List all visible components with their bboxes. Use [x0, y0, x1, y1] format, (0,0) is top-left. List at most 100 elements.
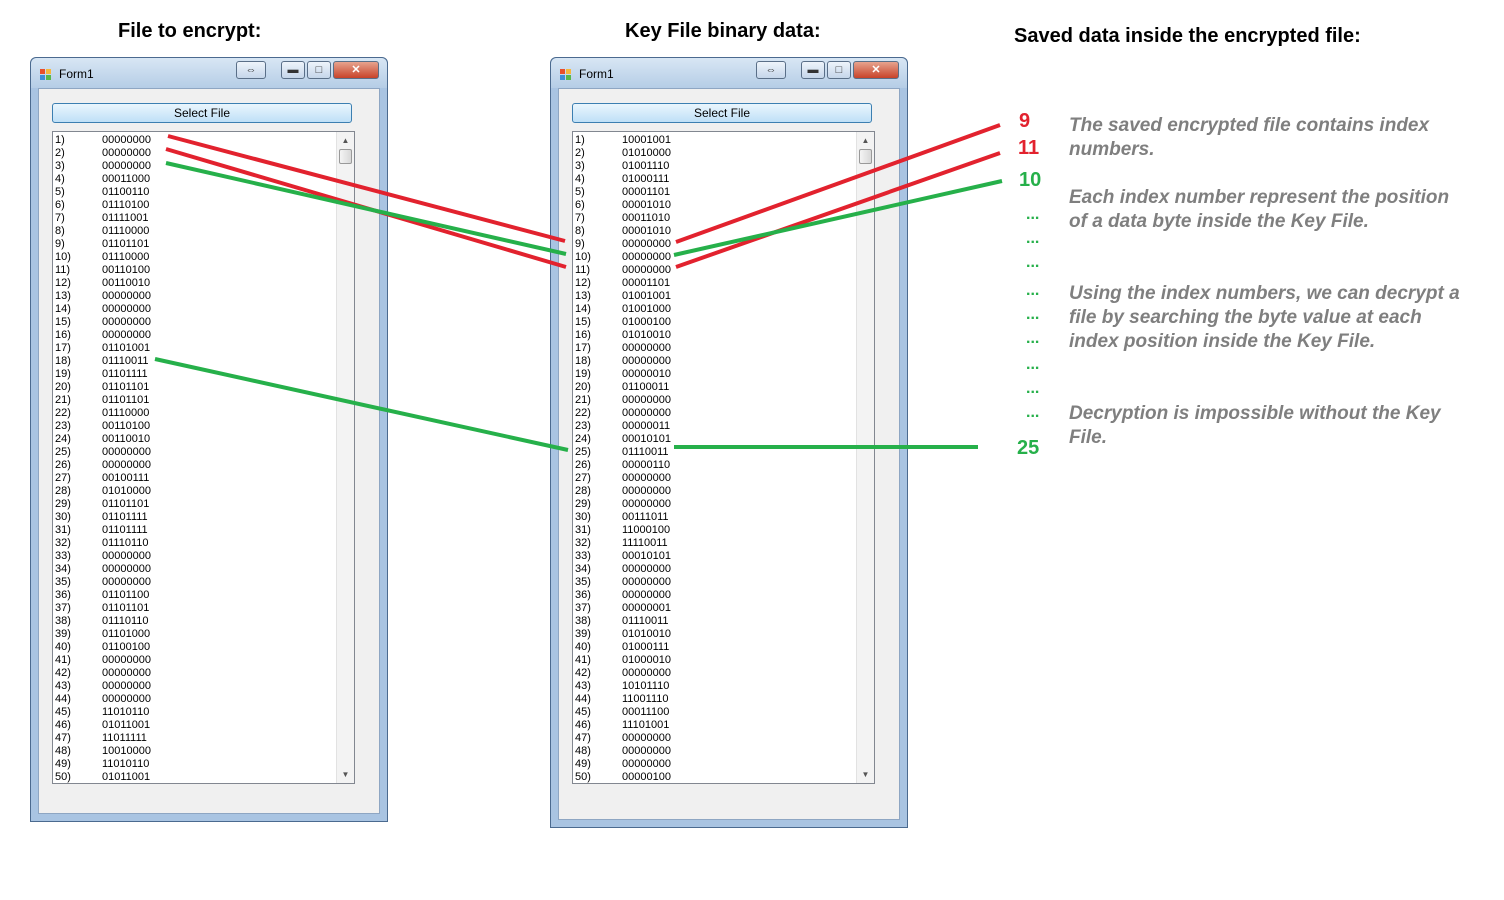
scroll-thumb[interactable]: [859, 149, 872, 164]
list-item[interactable]: 25)00000000: [53, 446, 338, 459]
list-item[interactable]: 50)00000100: [573, 771, 858, 783]
list-item[interactable]: 40)01000111: [573, 641, 858, 654]
close-button[interactable]: ✕: [333, 61, 379, 79]
list-item[interactable]: 5)01100110: [53, 186, 338, 199]
list-item[interactable]: 12)00110010: [53, 277, 338, 290]
close-button[interactable]: ✕: [853, 61, 899, 79]
list-item[interactable]: 22)00000000: [573, 407, 858, 420]
list-item[interactable]: 19)01101111: [53, 368, 338, 381]
list-item[interactable]: 50)01011001: [53, 771, 338, 783]
list-item[interactable]: 16)00000000: [53, 329, 338, 342]
list-item[interactable]: 41)00000000: [53, 654, 338, 667]
list-item[interactable]: 27)00100111: [53, 472, 338, 485]
list-item[interactable]: 14)01001000: [573, 303, 858, 316]
list-item[interactable]: 11)00000000: [573, 264, 858, 277]
list-item[interactable]: 37)00000001: [573, 602, 858, 615]
list-item[interactable]: 4)00011000: [53, 173, 338, 186]
list-item[interactable]: 46)01011001: [53, 719, 338, 732]
scroll-up-icon[interactable]: ▲: [341, 136, 350, 145]
select-file-button[interactable]: Select File: [52, 103, 352, 123]
list-item[interactable]: 9)01101101: [53, 238, 338, 251]
list-item[interactable]: 47)11011111: [53, 732, 338, 745]
list-item[interactable]: 28)01010000: [53, 485, 338, 498]
list-item[interactable]: 19)00000010: [573, 368, 858, 381]
list-item[interactable]: 17)00000000: [573, 342, 858, 355]
list-item[interactable]: 21)00000000: [573, 394, 858, 407]
list-item[interactable]: 39)01101000: [53, 628, 338, 641]
list-item[interactable]: 48)10010000: [53, 745, 338, 758]
list-item[interactable]: 47)00000000: [573, 732, 858, 745]
select-file-button[interactable]: Select File: [572, 103, 872, 123]
scroll-up-icon[interactable]: ▲: [861, 136, 870, 145]
minimize-button[interactable]: ▬: [281, 61, 305, 79]
maximize-button[interactable]: □: [307, 61, 331, 79]
list-item[interactable]: 2)01010000: [573, 147, 858, 160]
list-item[interactable]: 36)01101100: [53, 589, 338, 602]
list-item[interactable]: 44)00000000: [53, 693, 338, 706]
list-item[interactable]: 8)01110000: [53, 225, 338, 238]
list-item[interactable]: 8)00001010: [573, 225, 858, 238]
list-item[interactable]: 30)01101111: [53, 511, 338, 524]
list-item[interactable]: 22)01110000: [53, 407, 338, 420]
list-item[interactable]: 9)00000000: [573, 238, 858, 251]
list-item[interactable]: 29)01101101: [53, 498, 338, 511]
list-item[interactable]: 43)00000000: [53, 680, 338, 693]
list-item[interactable]: 10)00000000: [573, 251, 858, 264]
scroll-down-icon[interactable]: ▼: [861, 770, 870, 779]
list-item[interactable]: 28)00000000: [573, 485, 858, 498]
list-item[interactable]: 27)00000000: [573, 472, 858, 485]
list-item[interactable]: 36)00000000: [573, 589, 858, 602]
scroll-down-icon[interactable]: ▼: [341, 770, 350, 779]
list-item[interactable]: 33)00000000: [53, 550, 338, 563]
list-item[interactable]: 21)01101101: [53, 394, 338, 407]
list-item[interactable]: 42)00000000: [573, 667, 858, 680]
list-item[interactable]: 24)00010101: [573, 433, 858, 446]
list-item[interactable]: 17)01101001: [53, 342, 338, 355]
list-item[interactable]: 20)01100011: [573, 381, 858, 394]
list-item[interactable]: 45)00011100: [573, 706, 858, 719]
list-item[interactable]: 49)00000000: [573, 758, 858, 771]
list-item[interactable]: 23)00110100: [53, 420, 338, 433]
list-item[interactable]: 48)00000000: [573, 745, 858, 758]
list-item[interactable]: 37)01101101: [53, 602, 338, 615]
window-titlebar[interactable]: Form1 ⇔ ▬ □ ✕: [31, 58, 387, 88]
list-item[interactable]: 3)00000000: [53, 160, 338, 173]
list-item[interactable]: 44)11001110: [573, 693, 858, 706]
list-item[interactable]: 26)00000000: [53, 459, 338, 472]
list-item[interactable]: 43)10101110: [573, 680, 858, 693]
list-item[interactable]: 30)00111011: [573, 511, 858, 524]
list-item[interactable]: 32)11110011: [573, 537, 858, 550]
list-item[interactable]: 16)01010010: [573, 329, 858, 342]
window-titlebar[interactable]: Form1 ⇔ ▬ □ ✕: [551, 58, 907, 88]
list-item[interactable]: 18)00000000: [573, 355, 858, 368]
list-item[interactable]: 7)01111001: [53, 212, 338, 225]
list-item[interactable]: 20)01101101: [53, 381, 338, 394]
list-item[interactable]: 3)01001110: [573, 160, 858, 173]
list-item[interactable]: 12)00001101: [573, 277, 858, 290]
list-item[interactable]: 46)11101001: [573, 719, 858, 732]
list-item[interactable]: 49)11010110: [53, 758, 338, 771]
list-item[interactable]: 31)11000100: [573, 524, 858, 537]
list-item[interactable]: 13)01001001: [573, 290, 858, 303]
list-item[interactable]: 1)10001001: [573, 134, 858, 147]
swap-icon[interactable]: ⇔: [756, 61, 786, 79]
list-item[interactable]: 4)01000111: [573, 173, 858, 186]
minimize-button[interactable]: ▬: [801, 61, 825, 79]
list-item[interactable]: 34)00000000: [573, 563, 858, 576]
list-item[interactable]: 40)01100100: [53, 641, 338, 654]
list-item[interactable]: 23)00000011: [573, 420, 858, 433]
list-item[interactable]: 15)00000000: [53, 316, 338, 329]
vertical-scrollbar[interactable]: ▲ ▼: [336, 132, 354, 783]
list-item[interactable]: 35)00000000: [53, 576, 338, 589]
list-item[interactable]: 10)01110000: [53, 251, 338, 264]
list-item[interactable]: 41)01000010: [573, 654, 858, 667]
list-item[interactable]: 11)00110100: [53, 264, 338, 277]
list-item[interactable]: 25)01110011: [573, 446, 858, 459]
list-item[interactable]: 2)00000000: [53, 147, 338, 160]
list-item[interactable]: 1)00000000: [53, 134, 338, 147]
swap-icon[interactable]: ⇔: [236, 61, 266, 79]
list-item[interactable]: 6)01110100: [53, 199, 338, 212]
list-item[interactable]: 31)01101111: [53, 524, 338, 537]
list-item[interactable]: 7)00011010: [573, 212, 858, 225]
